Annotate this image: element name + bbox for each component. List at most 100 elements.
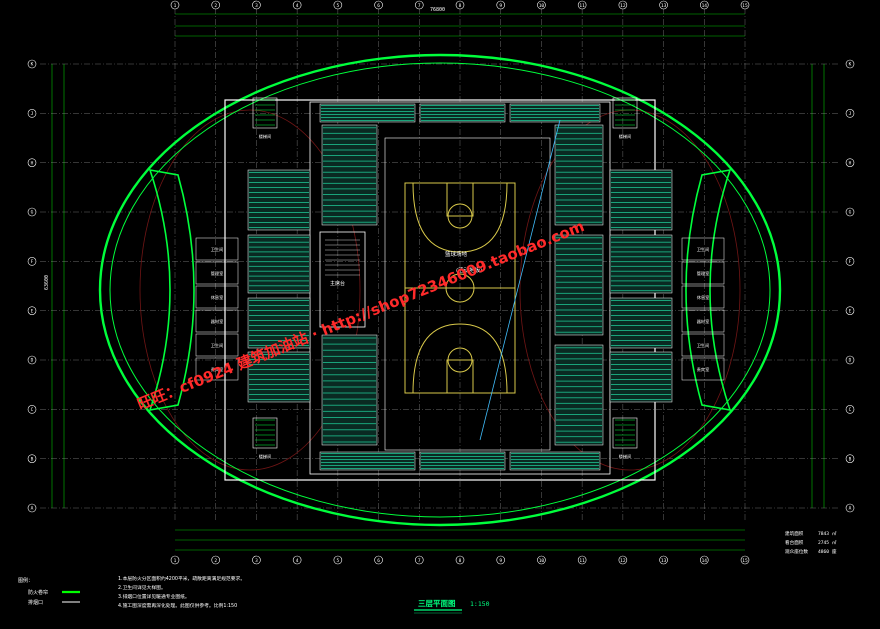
grid-row-label-left: A	[31, 506, 34, 512]
stair-box	[612, 417, 638, 449]
grid-col-bubble-top	[699, 0, 709, 10]
seat-block	[509, 103, 601, 123]
grid-col-label-top: 1	[174, 3, 177, 9]
seat-block	[319, 451, 416, 471]
overall-height-dim: 63600	[44, 275, 50, 290]
grid-row-bubble-right	[845, 454, 855, 463]
grid-col-label-top: 15	[742, 3, 748, 9]
grid-col-bubble-top	[577, 0, 587, 10]
left-room	[195, 261, 239, 285]
basketball-court	[404, 182, 516, 394]
grid-col-bubble-top	[374, 0, 383, 10]
grid-col-bubble-top	[333, 0, 343, 10]
right-room-label: 管理室	[697, 270, 710, 277]
stair-label: 楼梯间	[619, 453, 632, 460]
grid-col-label-bottom: 5	[336, 558, 339, 564]
seat-block	[554, 344, 604, 446]
legend-item-0: 防火卷帘	[28, 589, 48, 596]
grid-col-bubble-bottom	[537, 555, 546, 565]
area-row-1-label: 看台面积	[785, 539, 804, 546]
seating-left	[247, 169, 311, 403]
grid-col-label-bottom: 4	[296, 558, 299, 564]
grid-col-bubble-top	[252, 0, 261, 10]
grid-col-bubble-bottom	[292, 555, 302, 565]
grid-col-label-bottom: 3	[255, 558, 258, 564]
grid-col-label-bottom: 9	[499, 558, 502, 564]
grid-col-label-top: 5	[336, 3, 339, 9]
grid-col-bubble-bottom	[333, 555, 343, 565]
grid-col-bubble-bottom	[170, 555, 180, 565]
right-room-label: 休息室	[697, 294, 710, 301]
grid-col-label-top: 6	[377, 3, 380, 9]
seating-inner-left	[321, 124, 378, 446]
corner-stairs: 楼梯间楼梯间楼梯间楼梯间	[252, 97, 638, 460]
stair-label: 楼梯间	[619, 133, 632, 140]
grid-col-label-bottom: 1	[174, 558, 177, 564]
grid-col-label-bottom: 11	[579, 558, 585, 564]
grid-row-bubble-right	[845, 207, 855, 217]
grid-row-bubble-right	[845, 158, 855, 167]
left-room-label: 器材室	[211, 318, 224, 325]
court-floor	[384, 137, 551, 451]
grid-row-bubble-left	[27, 503, 37, 513]
grid-col-bubble-top	[292, 0, 302, 10]
seat-block	[609, 234, 673, 294]
left-room-label: 贵宾室	[211, 366, 224, 373]
seat-block	[609, 297, 673, 349]
grid-col-label-bottom: 8	[459, 558, 462, 564]
left-room	[195, 237, 239, 261]
stair-box	[612, 97, 638, 129]
grid-col-label-bottom: 7	[418, 558, 421, 564]
grid-row-label-right: B	[849, 456, 852, 462]
grid-col-bubble-bottom	[414, 555, 424, 565]
grid-row-bubble-left	[27, 59, 37, 69]
stair-box	[252, 97, 278, 129]
seat-block	[609, 169, 673, 231]
grid-col-label-top: 13	[661, 3, 667, 9]
grid-col-label-top: 4	[296, 3, 299, 9]
grid-row-bubble-left	[27, 355, 37, 365]
grid-col-label-bottom: 13	[661, 558, 667, 564]
grid-col-label-bottom: 14	[702, 558, 708, 564]
legend-title: 图例：	[18, 577, 33, 584]
grid-col-bubble-bottom	[618, 555, 628, 565]
grid-col-bubble-top	[740, 0, 750, 10]
seating-top	[319, 103, 601, 123]
seat-block	[247, 169, 311, 231]
left-room	[195, 309, 239, 333]
grid-row-label-left: D	[31, 358, 34, 364]
left-room-label: 卫生间	[211, 342, 224, 349]
grid-row-label-left: E	[31, 308, 34, 314]
grid-row-label-right: D	[849, 358, 852, 364]
grid-col-bubble-top	[211, 0, 221, 10]
overall-width-dim: 76800	[430, 7, 445, 13]
arena-outer-shell	[98, 53, 782, 527]
seat-block	[554, 124, 604, 226]
side-dimension-lines	[51, 64, 825, 508]
grid-col-bubble-bottom	[211, 555, 221, 565]
right-room	[681, 333, 725, 357]
grid-col-label-top: 11	[579, 3, 585, 9]
grid-row-label-right: H	[849, 160, 852, 166]
grid-row-bubble-right	[845, 405, 855, 414]
grid-row-label-right: C	[849, 407, 852, 413]
area-row-2-label: 观众座位数	[785, 548, 808, 555]
stair-label: 楼梯间	[259, 133, 272, 140]
grid-col-label-top: 8	[459, 3, 462, 9]
area-table: 建筑面积 7843 ㎡ 看台面积 2745 ㎡ 观众座位数 4860 座	[785, 530, 837, 555]
right-room	[681, 357, 725, 381]
seat-block	[554, 234, 604, 336]
grid-row-bubble-left	[27, 454, 37, 463]
grid-row-label-right: E	[849, 308, 852, 314]
grid-row-bubble-left	[27, 306, 37, 315]
right-room-label: 卫生间	[697, 342, 710, 349]
right-wing	[685, 168, 732, 412]
left-room-label: 管理室	[211, 270, 224, 277]
grid-col-bubble-bottom	[252, 555, 261, 565]
seat-block	[419, 451, 506, 471]
grid-col-label-bottom: 15	[742, 558, 748, 564]
seating-inner-right	[554, 124, 604, 446]
